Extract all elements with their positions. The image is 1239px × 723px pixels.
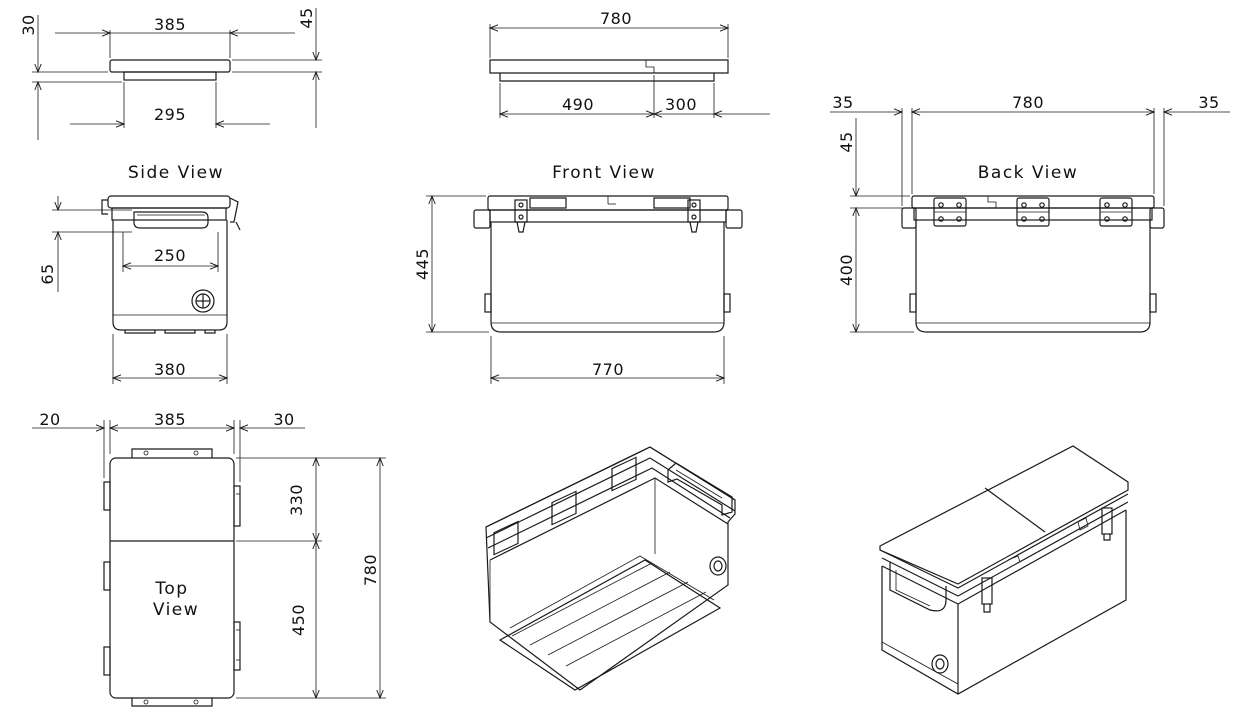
top-view-title-line1: Top — [154, 579, 188, 599]
isometric-top-view — [879, 445, 1129, 695]
back-view-box-outline — [901, 195, 1165, 333]
side-view-box-outline — [107, 195, 231, 334]
top-upper-section-dim: 330 — [287, 484, 306, 516]
lid-front-right-dim: 300 — [665, 95, 697, 114]
back-width-dim: 780 — [1012, 93, 1044, 112]
top-right-offset-dim: 30 — [273, 410, 294, 429]
side-view: Side View 250 65 — [38, 163, 241, 384]
side-handle-dim: 250 — [154, 246, 186, 265]
lid-front-width-dim: 780 — [600, 9, 632, 28]
back-left-offset-dim: 35 — [832, 93, 853, 112]
top-left-offset-dim: 20 — [39, 410, 60, 429]
side-width-dim: 380 — [154, 360, 186, 379]
front-width-dim: 770 — [592, 360, 624, 379]
lid-front-left-dim: 490 — [562, 95, 594, 114]
back-view-title: Back View — [978, 163, 1079, 183]
side-depth-dim: 65 — [38, 263, 57, 284]
iso-top-drain-plug-icon — [931, 654, 949, 674]
back-hinge-left — [933, 197, 967, 227]
lid-side-detail: 385 295 30 45 — [19, 7, 322, 140]
side-latch-shape — [101, 197, 241, 231]
top-view-outline — [103, 448, 241, 707]
top-view-title-line2: View — [153, 600, 199, 620]
back-lid-height-dim: 45 — [837, 131, 856, 152]
side-handle-shape — [133, 211, 209, 229]
lid-side-profile — [109, 59, 231, 81]
back-hinge-center — [1016, 197, 1050, 227]
lid-front-profile — [489, 59, 729, 82]
lid-side-rim-dim: 45 — [297, 7, 316, 28]
iso-top-latches — [981, 507, 1113, 613]
front-latch-shape — [514, 199, 701, 233]
front-view: Front View — [413, 163, 743, 384]
iso-bottom-hinges — [493, 456, 637, 556]
back-hinge-right — [1099, 197, 1133, 227]
back-right-offset-dim: 35 — [1198, 93, 1219, 112]
back-body-height-dim: 400 — [837, 254, 856, 286]
top-width-dim: 385 — [154, 410, 186, 429]
top-view: Top View 20 385 30 330 450 780 — [32, 410, 386, 707]
lid-side-width-dim: 385 — [154, 15, 186, 34]
front-view-box-outline — [473, 195, 743, 333]
lid-side-thickness-dim: 30 — [19, 14, 38, 35]
drain-plug-icon — [191, 289, 215, 313]
front-view-title: Front View — [552, 163, 656, 183]
lid-side-base-dim: 295 — [154, 105, 186, 124]
top-lower-section-dim: 450 — [289, 604, 308, 636]
front-handle-shape — [529, 196, 691, 209]
back-view: Back View — [830, 93, 1230, 334]
side-view-title: Side View — [128, 163, 224, 183]
lid-front-detail: 780 490 300 — [488, 9, 770, 118]
isometric-bottom-view — [485, 446, 736, 691]
top-total-length-dim: 780 — [361, 554, 380, 586]
iso-drain-plug-icon — [709, 556, 727, 576]
front-height-dim: 445 — [413, 248, 432, 280]
